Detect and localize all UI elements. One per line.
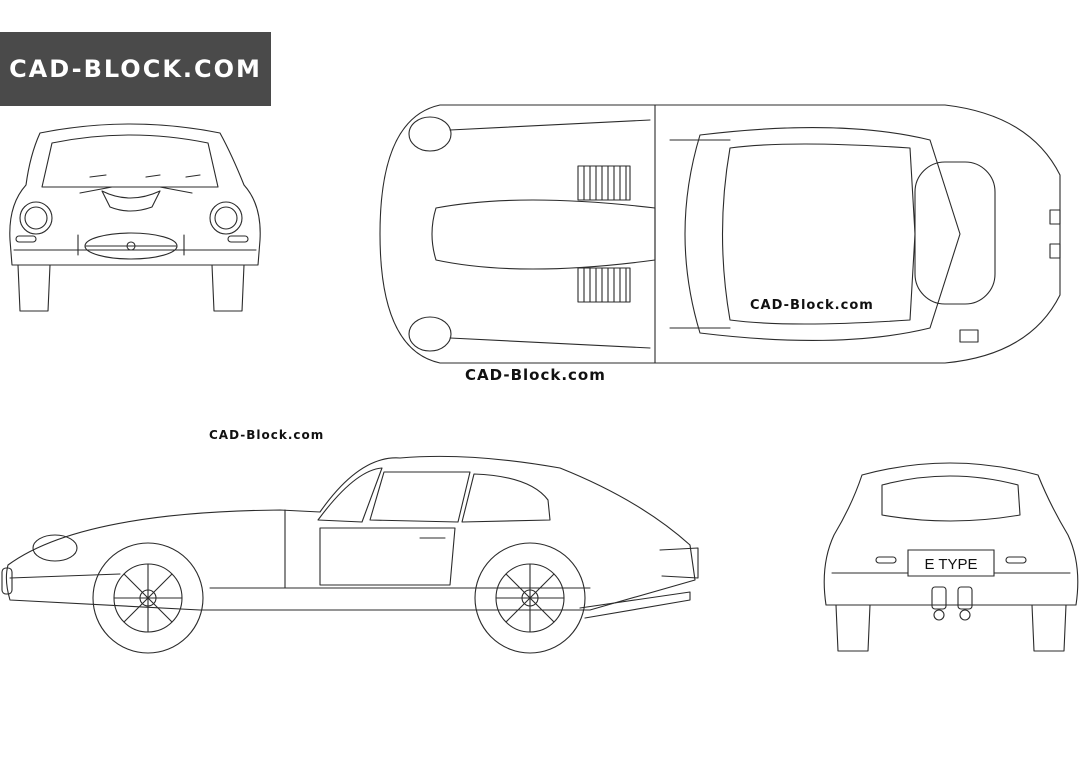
brand-banner: CAD-BLOCK.COM bbox=[0, 32, 271, 106]
top-view-watermark-large: CAD-Block.com bbox=[465, 366, 606, 384]
front-grille bbox=[85, 191, 177, 259]
front-bumper-details bbox=[16, 175, 248, 255]
side-front-wheel bbox=[93, 543, 203, 653]
front-headlights bbox=[20, 202, 242, 234]
top-headlights bbox=[409, 117, 451, 351]
top-bonnet bbox=[432, 120, 655, 348]
side-door bbox=[320, 528, 455, 585]
side-view-drawing bbox=[0, 450, 710, 660]
brand-label: CAD-BLOCK.COM bbox=[9, 55, 262, 83]
side-view-watermark: CAD-Block.com bbox=[209, 428, 325, 442]
top-rear-details bbox=[960, 210, 1060, 342]
rear-license-plate: E TYPE bbox=[908, 550, 994, 576]
side-headlight bbox=[33, 535, 77, 561]
top-cabin bbox=[670, 128, 995, 341]
rear-view-drawing: E TYPE bbox=[820, 455, 1080, 655]
top-view-watermark-small: CAD-Block.com bbox=[750, 298, 874, 313]
top-body-outline bbox=[380, 105, 1060, 363]
front-body-outline bbox=[10, 124, 260, 265]
rear-window bbox=[882, 476, 1020, 521]
side-rear-wheel bbox=[475, 543, 585, 653]
front-view-drawing bbox=[0, 115, 270, 320]
side-exhaust-and-bumpers bbox=[2, 548, 698, 618]
rear-body-outline bbox=[824, 463, 1078, 605]
rear-wheels bbox=[836, 605, 1066, 651]
rear-exhaust bbox=[932, 587, 972, 620]
side-body-outline bbox=[6, 456, 695, 610]
top-vents bbox=[578, 166, 630, 302]
front-wheels bbox=[18, 265, 244, 311]
side-windows bbox=[318, 468, 550, 522]
rear-plate-text: E TYPE bbox=[924, 556, 977, 573]
rear-lights bbox=[876, 557, 1026, 563]
top-view-drawing bbox=[370, 100, 1070, 370]
